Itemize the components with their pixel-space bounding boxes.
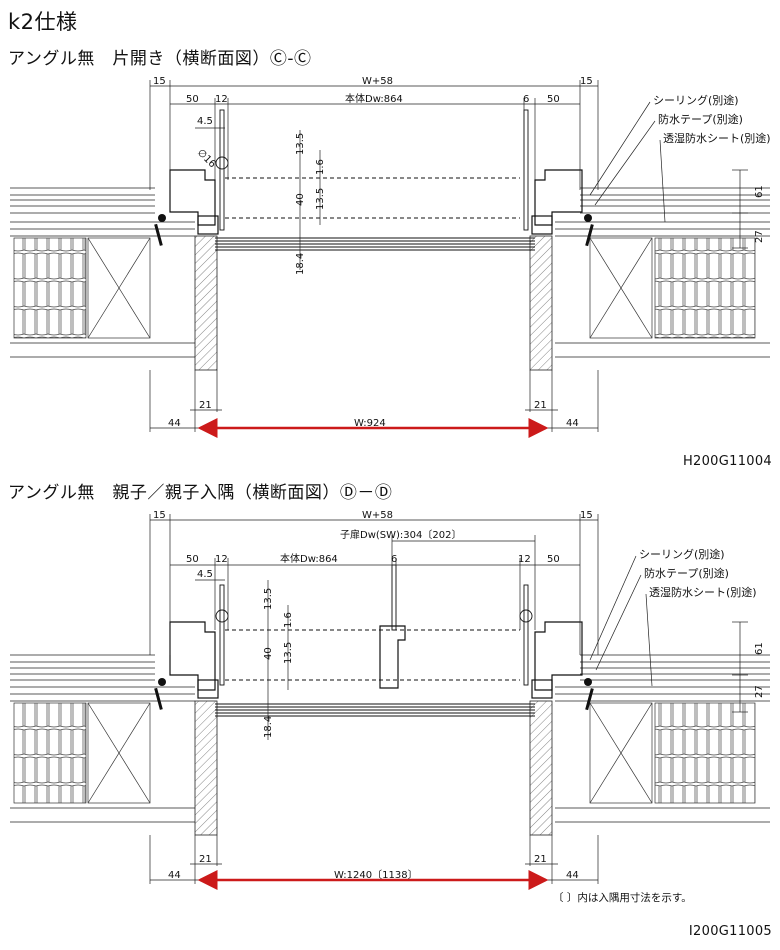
s2-dim-13-5-a: 13.5 [263,588,274,610]
s1-dim-w58: W+58 [362,76,393,87]
s1-label-waterproof-tape: 防水テープ(別途) [658,112,743,126]
s2-dim-12-right: 12 [518,554,531,565]
s2-dim-50-right: 50 [547,554,560,565]
s1-dim-61: 61 [754,185,765,198]
s2-dim-12-left: 12 [215,554,228,565]
s2-dim-6: 6 [391,554,397,565]
s2-dim-21-right: 21 [534,854,547,865]
s1-dim-44-left: 44 [168,418,181,429]
section-2-subtitle: アングル無 親子／親子入隅（横断面図）Ⓓ－Ⓓ [8,483,393,503]
s1-dim-27: 27 [754,230,765,243]
section-1-drawing-code: H200G11004 [682,454,772,469]
s2-dim-13-5-b: 13.5 [283,642,294,664]
s1-dim-21-left: 21 [199,400,212,411]
s2-dim-50-left: 50 [186,554,199,565]
s1-dim-50-right: 50 [547,94,560,105]
s1-dim-dia16: ∅16 [195,147,218,170]
s2-dim-21-left: 21 [199,854,212,865]
s2-dim-27: 27 [754,685,765,698]
section-2-drawing: 15 W+58 15 子扉Dw(SW):304〔202〕 50 12 本体Dw:… [10,510,770,904]
s2-label-waterproof-tape: 防水テープ(別途) [644,566,729,580]
s2-note-bracket: 〔 〕内は入隅用寸法を示す。 [553,891,692,904]
page-title: k2仕様 [8,10,78,34]
s1-dim-12-left: 12 [215,94,228,105]
s1-dim-13-5-b: 13.5 [315,188,326,210]
section-2-drawing-code: I200G11005 [688,924,772,939]
s2-label-sealing: シーリング(別途) [639,547,725,561]
s1-dim-21-right: 21 [534,400,547,411]
section-1-subtitle: アングル無 片開き（横断面図）Ⓒ-Ⓒ [8,49,312,69]
s2-dim-1-6: 1.6 [283,612,294,628]
s1-dim-15-right: 15 [580,76,593,87]
s2-dim-18-4: 18.4 [263,716,274,738]
s2-dim-body-dw: 本体Dw:864 [280,552,338,565]
s2-dim-61: 61 [754,642,765,655]
s2-dim-44-left: 44 [168,870,181,881]
s2-dim-15-right: 15 [580,510,593,521]
s2-dim-40: 40 [263,647,274,660]
s1-dim-15-left: 15 [153,76,166,87]
s2-dim-44-right: 44 [566,870,579,881]
s1-dim-18-4: 18.4 [295,253,306,275]
s1-label-moisture-sheet: 透湿防水シート(別途) [663,131,771,145]
s1-dim-6: 6 [523,94,529,105]
s2-dim-w58: W+58 [362,510,393,521]
s1-dim-44-right: 44 [566,418,579,429]
section-1-drawing: 15 W+58 15 50 12 本体Dw:864 6 50 4.5 ∅16 1… [10,76,771,438]
s2-dim-w1240: W:1240〔1138〕 [334,869,418,881]
s1-dim-1-6: 1.6 [315,159,326,175]
s1-dim-13-5-a: 13.5 [295,133,306,155]
s1-dim-50-left: 50 [186,94,199,105]
s2-label-moisture-sheet: 透湿防水シート(別途) [649,585,757,599]
s1-dim-w924: W:924 [354,418,386,429]
s2-dim-15-left: 15 [153,510,166,521]
s1-label-sealing: シーリング(別途) [653,93,739,107]
s2-dim-4-5: 4.5 [197,569,213,580]
s1-dim-body-dw: 本体Dw:864 [345,92,403,105]
s2-dim-ko-dw: 子扉Dw(SW):304〔202〕 [340,528,461,541]
s1-dim-40: 40 [295,193,306,206]
s1-dim-4-5: 4.5 [197,116,213,127]
